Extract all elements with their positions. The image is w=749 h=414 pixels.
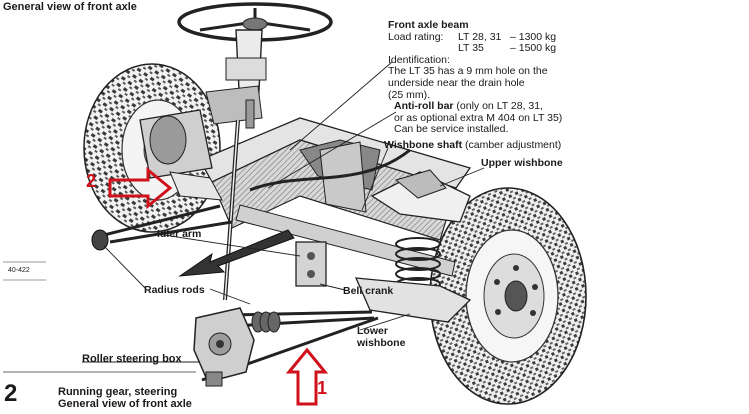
anti-roll-bar-part [249, 148, 411, 192]
wishbone-shaft-title: Wishbone shaft [384, 139, 463, 151]
upper-wishbone-label: Upper wishbone [481, 157, 563, 169]
identification-line-3: (25 mm). [388, 88, 430, 101]
lower-wishbone-part [354, 277, 472, 323]
identification-line-2: underside near the drain hole [388, 76, 525, 89]
idler-arm-label: Idler arm [157, 228, 202, 240]
front-axle-beam-title: Front axle beam [388, 19, 469, 31]
load-value-1: – 1300 kg [510, 30, 557, 43]
load-rating-label: Load rating: [388, 30, 444, 43]
lower-wishbone-label: Lower wishbone [357, 325, 406, 349]
footer-caption: Running gear, steering General view of f… [58, 386, 192, 410]
steering-boot [251, 311, 281, 333]
left-hub [139, 109, 223, 201]
bell-crank-label: Bell crank [343, 285, 394, 297]
marker-label-1: 1 [317, 378, 328, 398]
steering-column [205, 29, 267, 129]
marker-arrow-1 [285, 347, 329, 406]
anti-roll-bar-title: Anti-roll bar [394, 100, 454, 112]
identification-label: Identification: [388, 53, 450, 66]
load-model-1: LT 28, 31 [458, 30, 502, 43]
page-title: General view of front axle [3, 1, 137, 13]
idler-arm-part [295, 241, 327, 287]
footer-line-1: Running gear, steering [58, 386, 178, 398]
load-rating-row-2: LT 35 – 1500 kg [388, 43, 556, 55]
side-code: 40-422 [8, 267, 30, 274]
anti-roll-bar-callout: Anti-roll bar (only on LT 28, 31, or as … [394, 100, 563, 136]
load-rating-row-1: Load rating: LT 28, 31 – 1300 kg [388, 30, 557, 44]
front-axle-beam-callout: Front axle beam Load rating: LT 28, 31 –… [388, 19, 557, 101]
steering-box [193, 307, 255, 387]
ball-joint [91, 229, 109, 251]
anti-roll-bar-note-1: (only on LT 28, 31, [453, 100, 544, 112]
marker-arrow-2 [108, 166, 173, 210]
direction-arrow [178, 229, 295, 277]
footer-line-2: General view of front axle [58, 398, 192, 410]
lower-wishbone-line-2: wishbone [357, 336, 406, 349]
load-model-2: LT 35 [458, 42, 484, 55]
marker-label-2: 2 [86, 171, 97, 191]
wishbone-shaft-note: (camber adjustment) [462, 139, 562, 151]
roller-steering-box-label: Roller steering box [82, 353, 182, 365]
lower-wishbone-line-1: Lower [357, 325, 388, 337]
right-wheel [429, 187, 587, 405]
page-number: 2 [4, 380, 18, 407]
radius-rods-label: Radius rods [144, 284, 205, 296]
upper-wishbone [370, 169, 471, 223]
anti-roll-bar-note-2: or as optional extra M 404 on LT 35) [394, 111, 563, 124]
leader-lines [82, 61, 485, 363]
identification-line-1: The LT 35 has a 9 mm hole on the [388, 65, 548, 78]
load-value-2: – 1500 kg [510, 42, 557, 55]
wishbone-shaft-callout: Wishbone shaft (camber adjustment) [384, 139, 562, 152]
anti-roll-bar-note-3: Can be service installed. [394, 123, 509, 135]
